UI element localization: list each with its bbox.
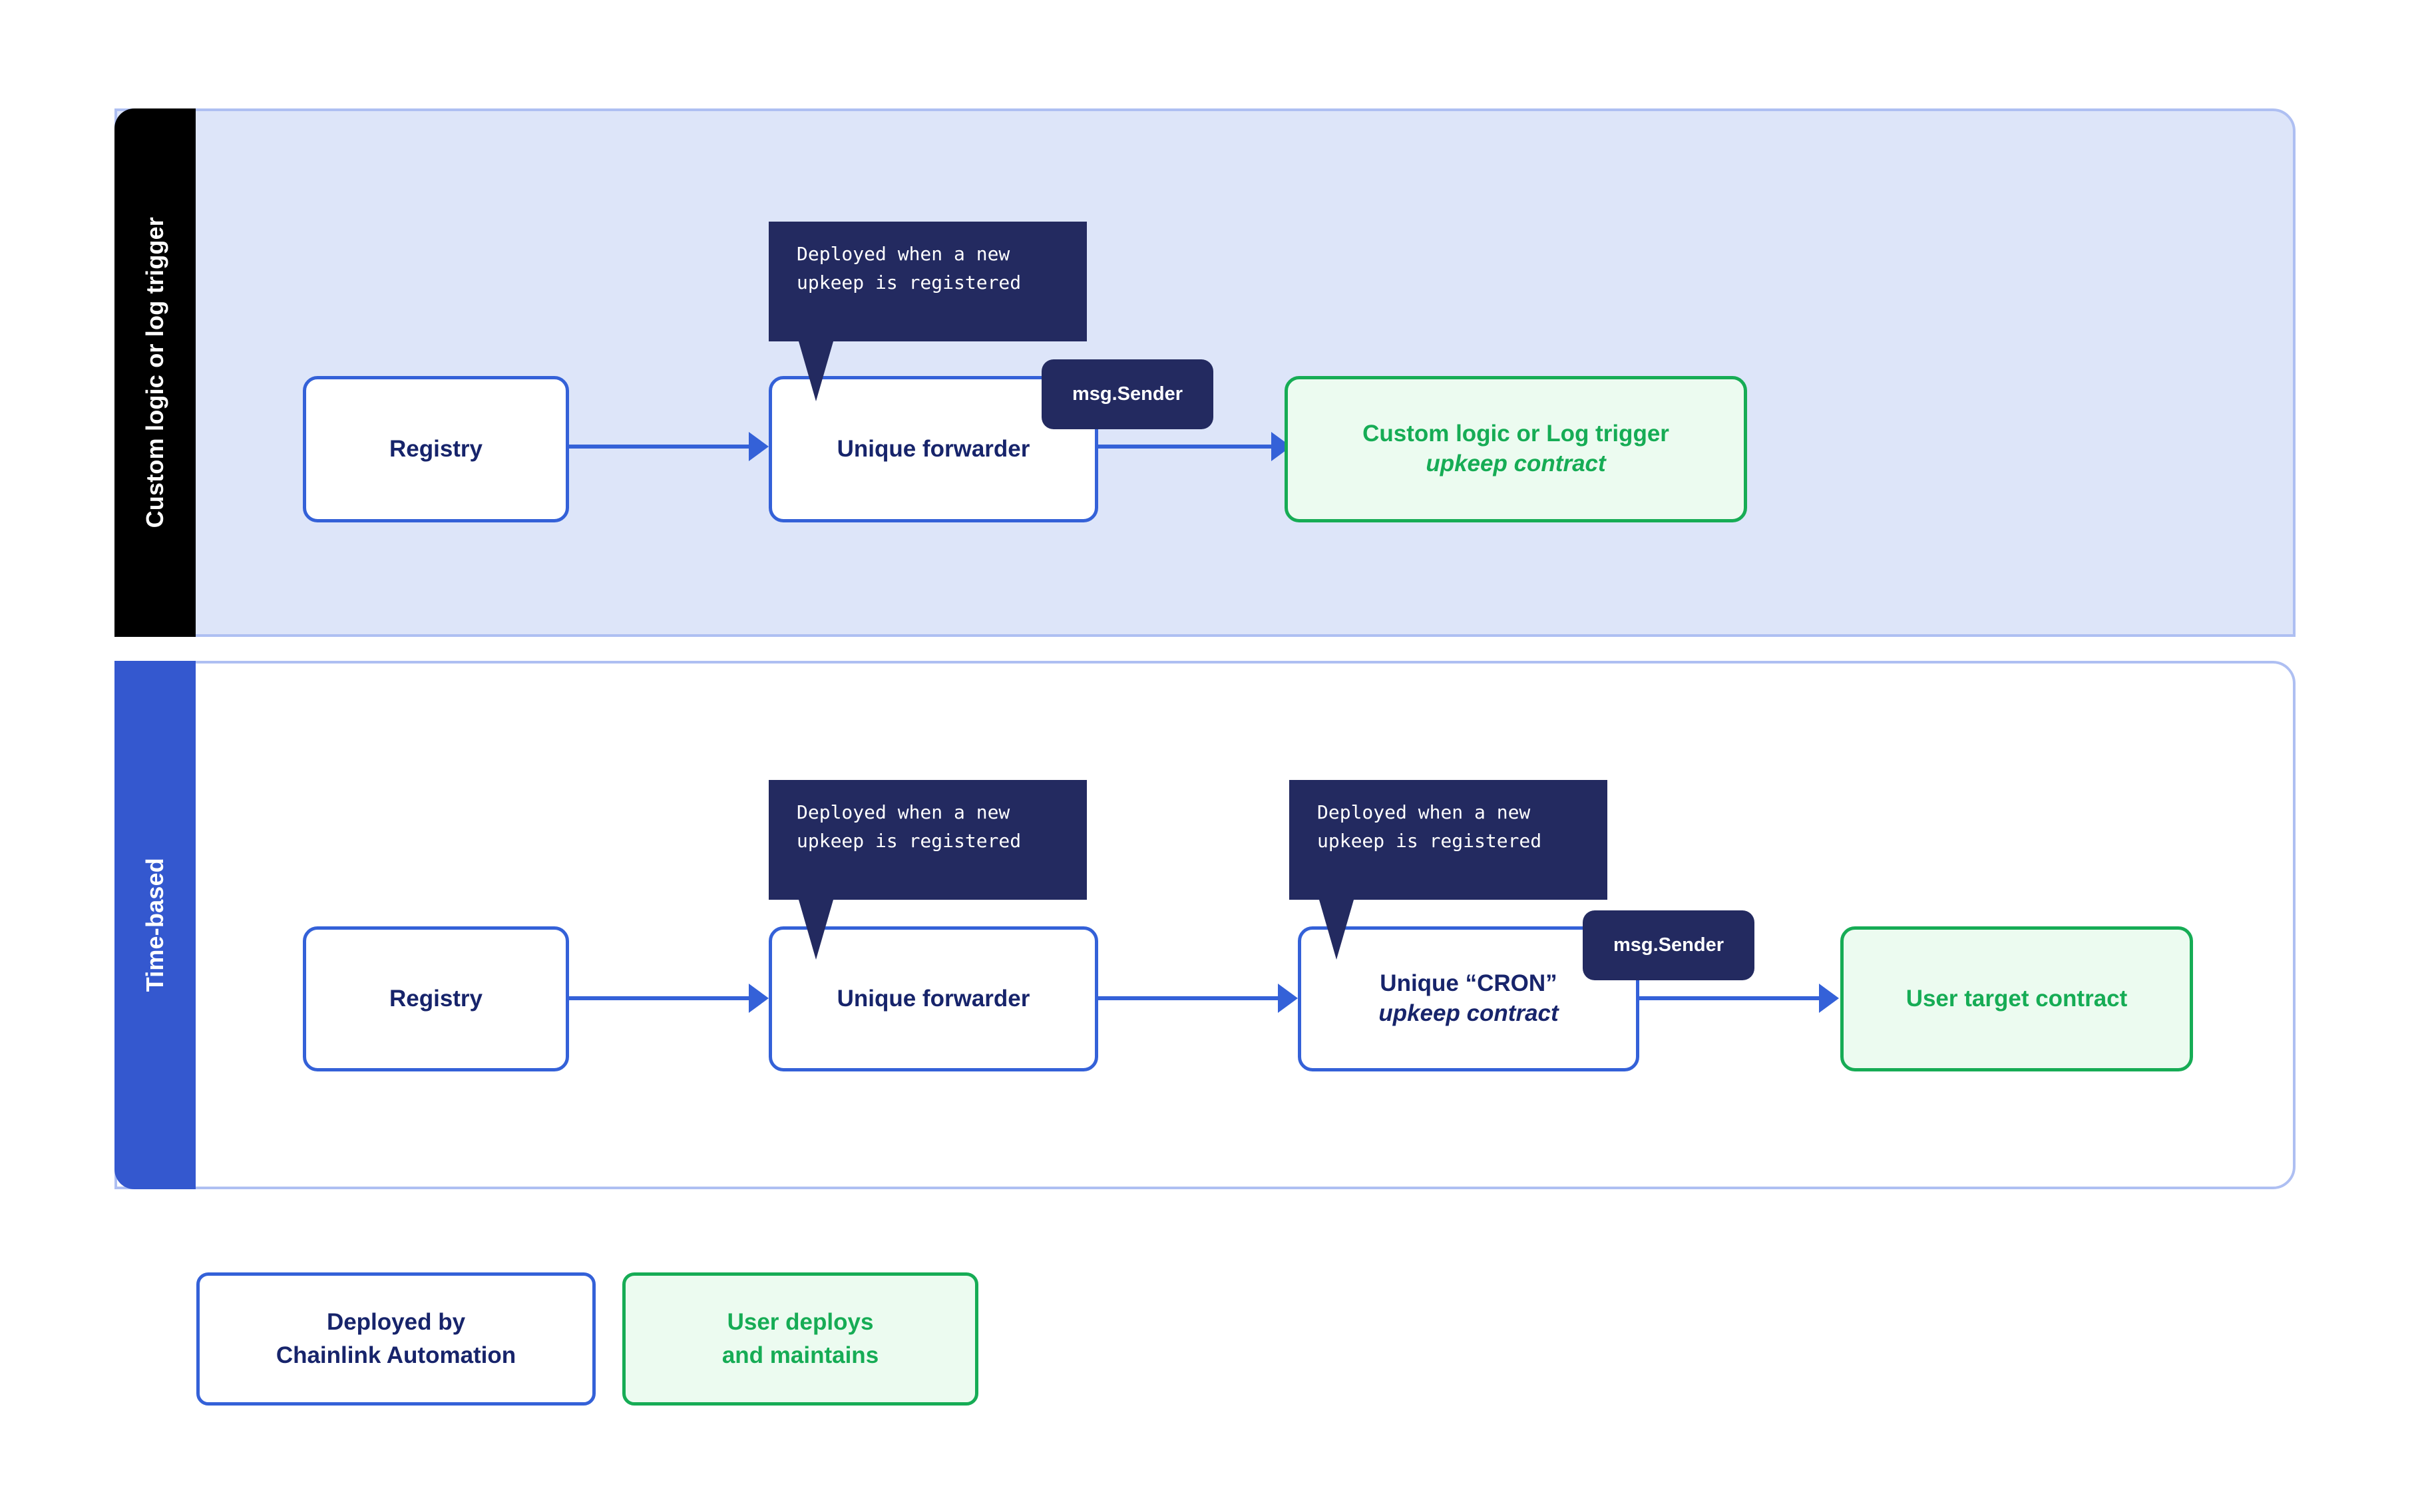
callout-deployed-when-registered-1: Deployed when a new upkeep is registered [769, 222, 1087, 341]
arrowhead-forwarder-to-cron [1278, 984, 1298, 1013]
callout-line1: Deployed when a new [797, 801, 1010, 823]
callout-line1: Deployed when a new [1317, 801, 1531, 823]
pill-label: msg.Sender [1613, 934, 1724, 956]
arrow-line-registry-to-forwarder-2 [569, 996, 762, 1000]
section-tab-time-based: Time-based [114, 661, 196, 1189]
node-label: Unique forwarder [837, 985, 1030, 1012]
node-unique-forwarder-custom-logic[interactable]: Unique forwarder [769, 376, 1098, 522]
callout-deployed-when-registered-3: Deployed when a new upkeep is registered [1289, 780, 1607, 900]
arrowhead-registry-to-forwarder-2 [749, 984, 769, 1013]
node-user-target-contract[interactable]: User target contract [1840, 926, 2193, 1071]
node-registry-time-based[interactable]: Registry [303, 926, 569, 1071]
callout-tail-2 [799, 900, 833, 960]
section-tab-custom-logic: Custom logic or log trigger [114, 108, 196, 637]
pill-msg-sender-2: msg.Sender [1583, 910, 1754, 980]
legend-line1: User deploys [727, 1309, 874, 1336]
callout-line2: upkeep is registered [797, 271, 1022, 293]
legend-item-user-deploys: User deploys and maintains [622, 1272, 978, 1406]
section-tab-label-custom-logic: Custom logic or log trigger [141, 217, 168, 528]
node-label: User target contract [1906, 985, 2128, 1012]
legend-line1: Deployed by [326, 1309, 466, 1336]
node-label: Registry [389, 985, 483, 1012]
pill-msg-sender-1: msg.Sender [1042, 359, 1213, 429]
legend-line2: and maintains [721, 1342, 879, 1368]
arrow-line-forwarder-to-contract-1 [1098, 445, 1285, 449]
arrow-line-registry-to-forwarder-1 [569, 445, 762, 449]
node-label-line2: upkeep contract [1378, 1000, 1559, 1026]
node-label: Registry [389, 435, 483, 462]
callout-line1: Deployed when a new [797, 243, 1010, 265]
node-label-line1: Unique “CRON” [1380, 970, 1557, 997]
arrow-line-forwarder-to-cron [1098, 996, 1291, 1000]
legend-line2: Chainlink Automation [276, 1342, 516, 1368]
arrowhead-cron-to-target [1819, 984, 1839, 1013]
pill-label: msg.Sender [1072, 383, 1183, 405]
node-label: Unique forwarder [837, 435, 1030, 462]
node-registry-custom-logic[interactable]: Registry [303, 376, 569, 522]
callout-deployed-when-registered-2: Deployed when a new upkeep is registered [769, 780, 1087, 900]
callout-line2: upkeep is registered [1317, 829, 1542, 852]
legend-item-deployed-by-chainlink: Deployed by Chainlink Automation [196, 1272, 596, 1406]
callout-tail-1 [799, 341, 833, 401]
section-panel-time-based [114, 661, 2296, 1189]
node-label-line1: Custom logic or Log trigger [1362, 421, 1669, 447]
callout-line2: upkeep is registered [797, 829, 1022, 852]
node-label-line2: upkeep contract [1426, 451, 1606, 476]
node-cron-upkeep-contract[interactable]: Unique “CRON” upkeep contract [1298, 926, 1639, 1071]
arrowhead-registry-to-forwarder-1 [749, 432, 769, 461]
node-upkeep-contract-custom-logic[interactable]: Custom logic or Log trigger upkeep contr… [1285, 376, 1747, 522]
callout-tail-3 [1319, 900, 1354, 960]
arrow-line-cron-to-target [1639, 996, 1832, 1000]
section-tab-label-time-based: Time-based [141, 858, 168, 992]
